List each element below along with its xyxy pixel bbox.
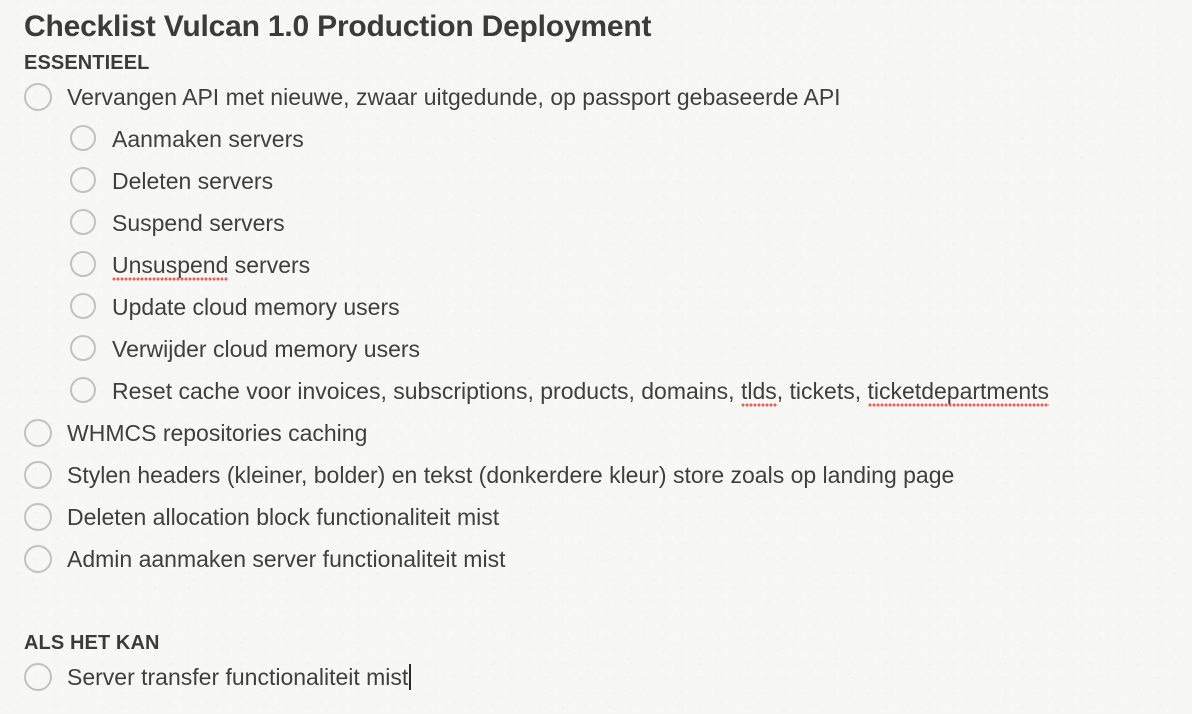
checkbox-unchecked-icon[interactable] bbox=[70, 166, 96, 193]
checklist-item-label[interactable]: Admin aanmaken server functionaliteit mi… bbox=[67, 540, 505, 578]
checkbox-unchecked-icon[interactable] bbox=[24, 502, 52, 531]
checklist-item-label[interactable]: Unsuspend servers bbox=[112, 246, 310, 284]
checklist-item-label[interactable]: Stylen headers (kleiner, bolder) en teks… bbox=[67, 456, 954, 494]
label-text: servers bbox=[228, 251, 311, 278]
checklist-item-label[interactable]: Update cloud memory users bbox=[112, 288, 400, 326]
checklist-item[interactable]: Stylen headers (kleiner, bolder) en teks… bbox=[0, 456, 1192, 498]
checkbox-unchecked-icon[interactable] bbox=[24, 82, 52, 111]
checkbox-unchecked-icon[interactable] bbox=[70, 250, 96, 277]
label-text: Update cloud memory users bbox=[112, 293, 400, 320]
checkbox-unchecked-icon[interactable] bbox=[70, 208, 96, 235]
checklist-item[interactable]: Update cloud memory users bbox=[0, 288, 1192, 330]
checklist-item[interactable]: Aanmaken servers bbox=[0, 120, 1192, 162]
page-title: Checklist Vulcan 1.0 Production Deployme… bbox=[24, 10, 652, 43]
checklist: Vervangen API met nieuwe, zwaar uitgedun… bbox=[0, 78, 1192, 582]
label-text: Server transfer functionaliteit mist bbox=[67, 663, 409, 690]
checklist-item-label[interactable]: Vervangen API met nieuwe, zwaar uitgedun… bbox=[67, 78, 841, 116]
checklist-item[interactable]: Server transfer functionaliteit mist bbox=[0, 658, 1192, 700]
checklist-item-label[interactable]: Server transfer functionaliteit mist bbox=[67, 658, 412, 696]
text-cursor-caret bbox=[409, 663, 412, 690]
checklist-sections: ESSENTIEEL Vervangen API met nieuwe, zwaa… bbox=[0, 46, 1192, 700]
section-spacer bbox=[0, 582, 1192, 626]
checkbox-unchecked-icon[interactable] bbox=[70, 376, 96, 403]
label-text: Deleten servers bbox=[112, 167, 274, 194]
checklist-item[interactable]: Admin aanmaken server functionaliteit mi… bbox=[0, 540, 1192, 582]
label-text: , tickets, bbox=[776, 377, 868, 404]
checklist-item[interactable]: Suspend servers bbox=[0, 204, 1192, 246]
checklist: Server transfer functionaliteit mist bbox=[0, 658, 1192, 700]
checkbox-unchecked-icon[interactable] bbox=[70, 124, 96, 151]
label-text: Verwijder cloud memory users bbox=[112, 335, 421, 362]
checklist-item-label[interactable]: Suspend servers bbox=[112, 204, 285, 242]
checklist-item[interactable]: Deleten allocation block functionaliteit… bbox=[0, 498, 1192, 540]
label-text: Admin aanmaken server functionaliteit mi… bbox=[67, 545, 506, 572]
checklist-item[interactable]: Reset cache voor invoices, subscriptions… bbox=[0, 372, 1192, 414]
checklist-item-label[interactable]: Deleten allocation block functionaliteit… bbox=[67, 498, 499, 536]
spellcheck-error-word: tlds bbox=[740, 377, 777, 407]
checkbox-unchecked-icon[interactable] bbox=[70, 292, 96, 319]
checklist-item-label[interactable]: WHMCS repositories caching bbox=[67, 414, 367, 452]
label-text: Deleten allocation block functionaliteit… bbox=[67, 503, 500, 530]
checkbox-unchecked-icon[interactable] bbox=[24, 460, 52, 489]
checklist-item[interactable]: Deleten servers bbox=[0, 162, 1192, 204]
checklist-item-label[interactable]: Aanmaken servers bbox=[112, 120, 304, 158]
checklist-item[interactable]: WHMCS repositories caching bbox=[0, 414, 1192, 456]
label-text: WHMCS repositories caching bbox=[67, 419, 368, 446]
checklist-item[interactable]: Vervangen API met nieuwe, zwaar uitgedun… bbox=[0, 78, 1192, 120]
checklist-item[interactable]: Unsuspend servers bbox=[0, 246, 1192, 288]
label-text: Stylen headers (kleiner, bolder) en teks… bbox=[67, 461, 955, 488]
checkbox-unchecked-icon[interactable] bbox=[24, 662, 52, 691]
checkbox-unchecked-icon[interactable] bbox=[70, 334, 96, 361]
checkbox-unchecked-icon[interactable] bbox=[24, 418, 52, 447]
checklist-item-label[interactable]: Reset cache voor invoices, subscriptions… bbox=[112, 372, 1050, 410]
spellcheck-error-word: Unsuspend bbox=[112, 251, 229, 281]
label-text: Aanmaken servers bbox=[112, 125, 304, 152]
section-heading: ALS HET KAN bbox=[24, 631, 160, 654]
label-text: Reset cache voor invoices, subscriptions… bbox=[112, 377, 741, 404]
section-heading: ESSENTIEEL bbox=[24, 51, 150, 74]
checklist-item-label[interactable]: Verwijder cloud memory users bbox=[112, 330, 420, 368]
checklist-item-label[interactable]: Deleten servers bbox=[112, 162, 273, 200]
label-text: Suspend servers bbox=[112, 209, 285, 236]
spellcheck-error-word: ticketdepartments bbox=[867, 377, 1050, 407]
label-text: Vervangen API met nieuwe, zwaar uitgedun… bbox=[67, 83, 841, 110]
checkbox-unchecked-icon[interactable] bbox=[24, 544, 52, 573]
checklist-item[interactable]: Verwijder cloud memory users bbox=[0, 330, 1192, 372]
